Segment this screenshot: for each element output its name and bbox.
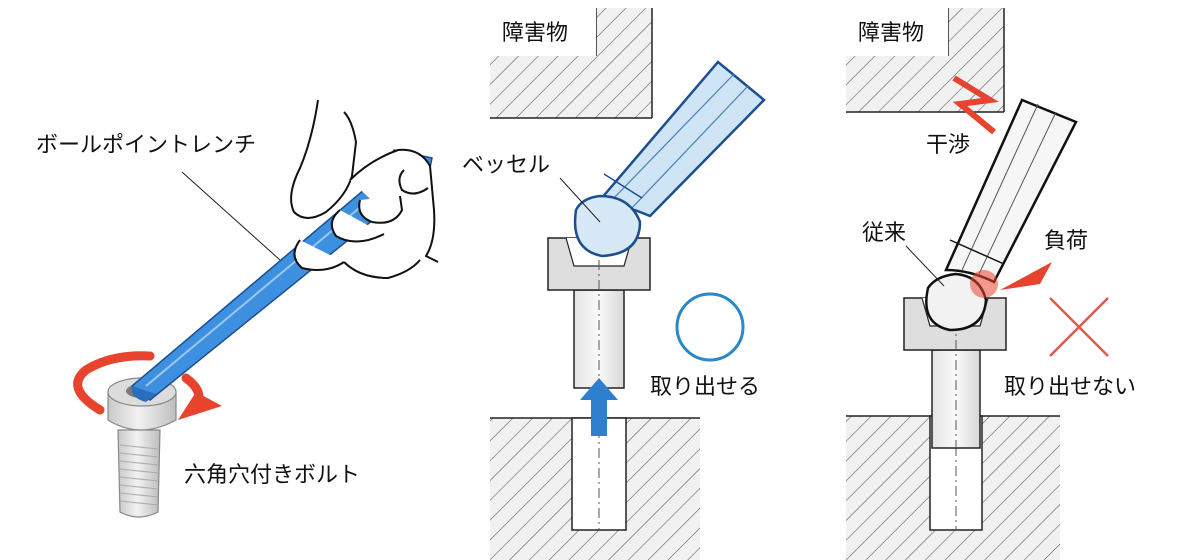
center-panel: 障害物 ベッ xyxy=(462,8,764,560)
label-hex-socket-bolt: 六角穴付きボルト xyxy=(184,463,360,488)
label-obstacle-center: 障害物 xyxy=(502,21,568,46)
conventional-leader-line xyxy=(906,246,944,286)
left-panel: ボールポイントレンチ 六角穴付きボルト xyxy=(36,100,438,517)
ok-circle-icon xyxy=(677,294,743,360)
label-bessel: ベッセル xyxy=(462,153,550,178)
right-panel: 障害物 xyxy=(846,8,1136,560)
hand-illustration xyxy=(291,100,438,278)
workpiece-center xyxy=(490,418,700,560)
label-interference: 干渉 xyxy=(926,133,970,158)
label-ball-point-wrench: ボールポイントレンチ xyxy=(36,133,256,158)
label-can-remove: 取り出せる xyxy=(650,375,760,400)
label-load: 負荷 xyxy=(1044,229,1088,254)
bolt-center xyxy=(548,238,650,388)
wrench-leader-line xyxy=(182,172,280,260)
obstacle-center: 障害物 xyxy=(490,8,652,118)
label-obstacle-right: 障害物 xyxy=(858,21,924,46)
load-arrow-icon xyxy=(1000,262,1052,290)
label-conventional: 従来 xyxy=(862,221,906,246)
label-cannot-remove: 取り出せない xyxy=(1004,375,1136,400)
ng-cross-icon xyxy=(1050,298,1108,356)
